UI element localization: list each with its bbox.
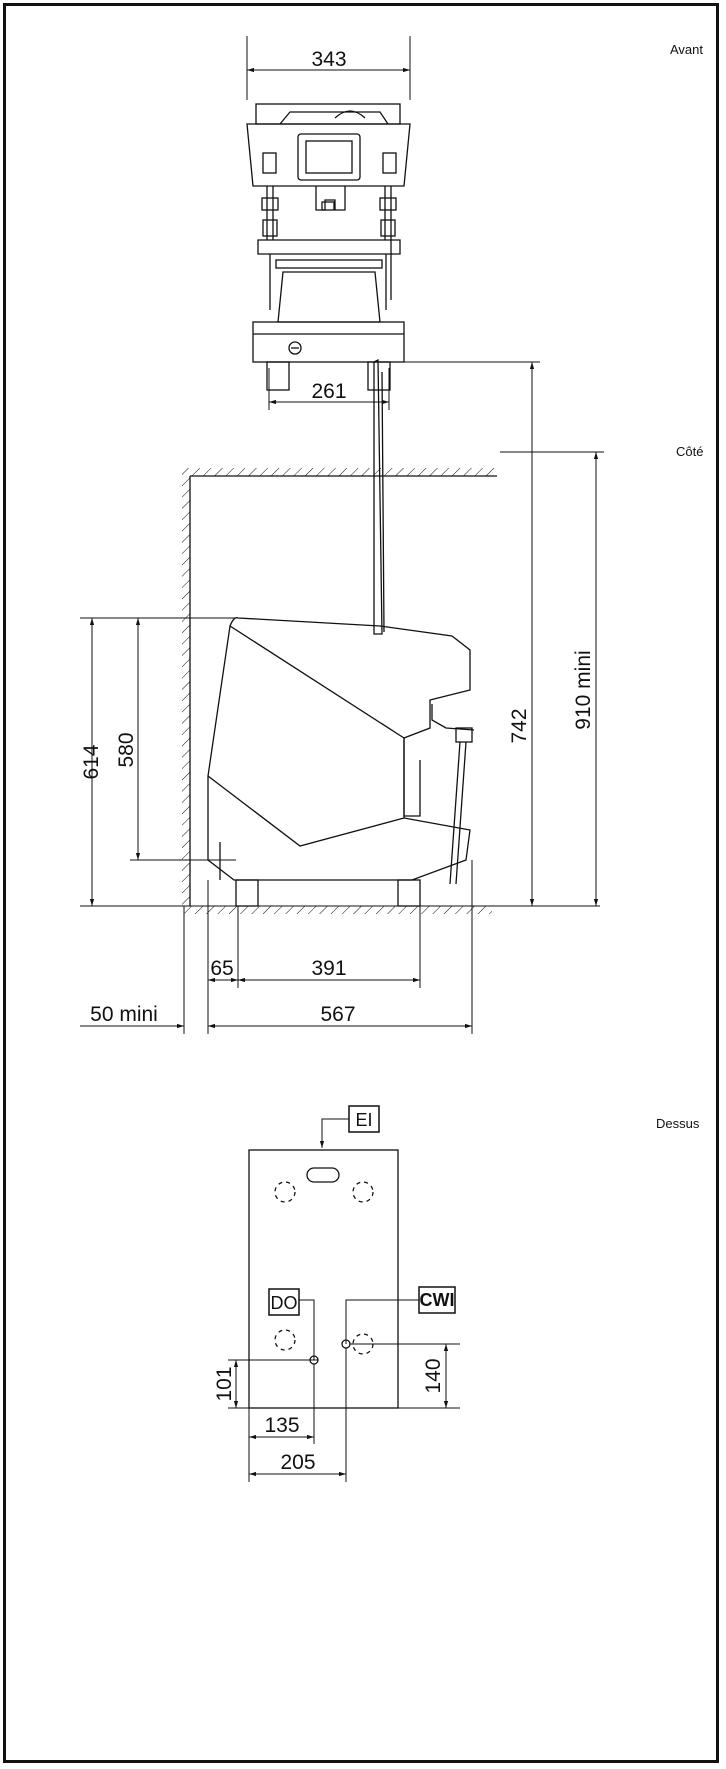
top-101-value: 101 [213, 1366, 236, 1401]
do-tag-label: DO [271, 1293, 298, 1313]
side-580-value: 580 [115, 732, 138, 767]
side-65-value: 65 [210, 957, 233, 980]
cwi-tag-label: CWI [420, 1290, 455, 1310]
front-view [246, 36, 411, 410]
ceiling-hatch [182, 468, 497, 476]
side-391-value: 391 [311, 957, 346, 980]
top-view [228, 1105, 460, 1482]
side-910-value: 910 mini [572, 650, 595, 729]
side-view-label: Côté [676, 444, 704, 459]
side-742-value: 742 [508, 708, 531, 743]
side-614-value: 614 [80, 744, 103, 779]
side-50-value: 50 mini [90, 1003, 158, 1026]
front-view-label: Avant [670, 42, 704, 57]
wall-hatch [182, 476, 190, 906]
ei-tag-label: EI [355, 1110, 372, 1130]
top-135-value: 135 [264, 1414, 299, 1437]
floor-hatch [182, 906, 492, 914]
side-view [80, 358, 604, 1034]
top-view-label: Dessus [656, 1116, 700, 1131]
front-width-value: 343 [311, 48, 346, 71]
side-567-value: 567 [320, 1003, 355, 1026]
machine-footprint [248, 1149, 399, 1409]
top-205-value: 205 [280, 1451, 315, 1474]
top-140-value: 140 [422, 1358, 445, 1393]
front-feet-value: 261 [311, 380, 346, 403]
